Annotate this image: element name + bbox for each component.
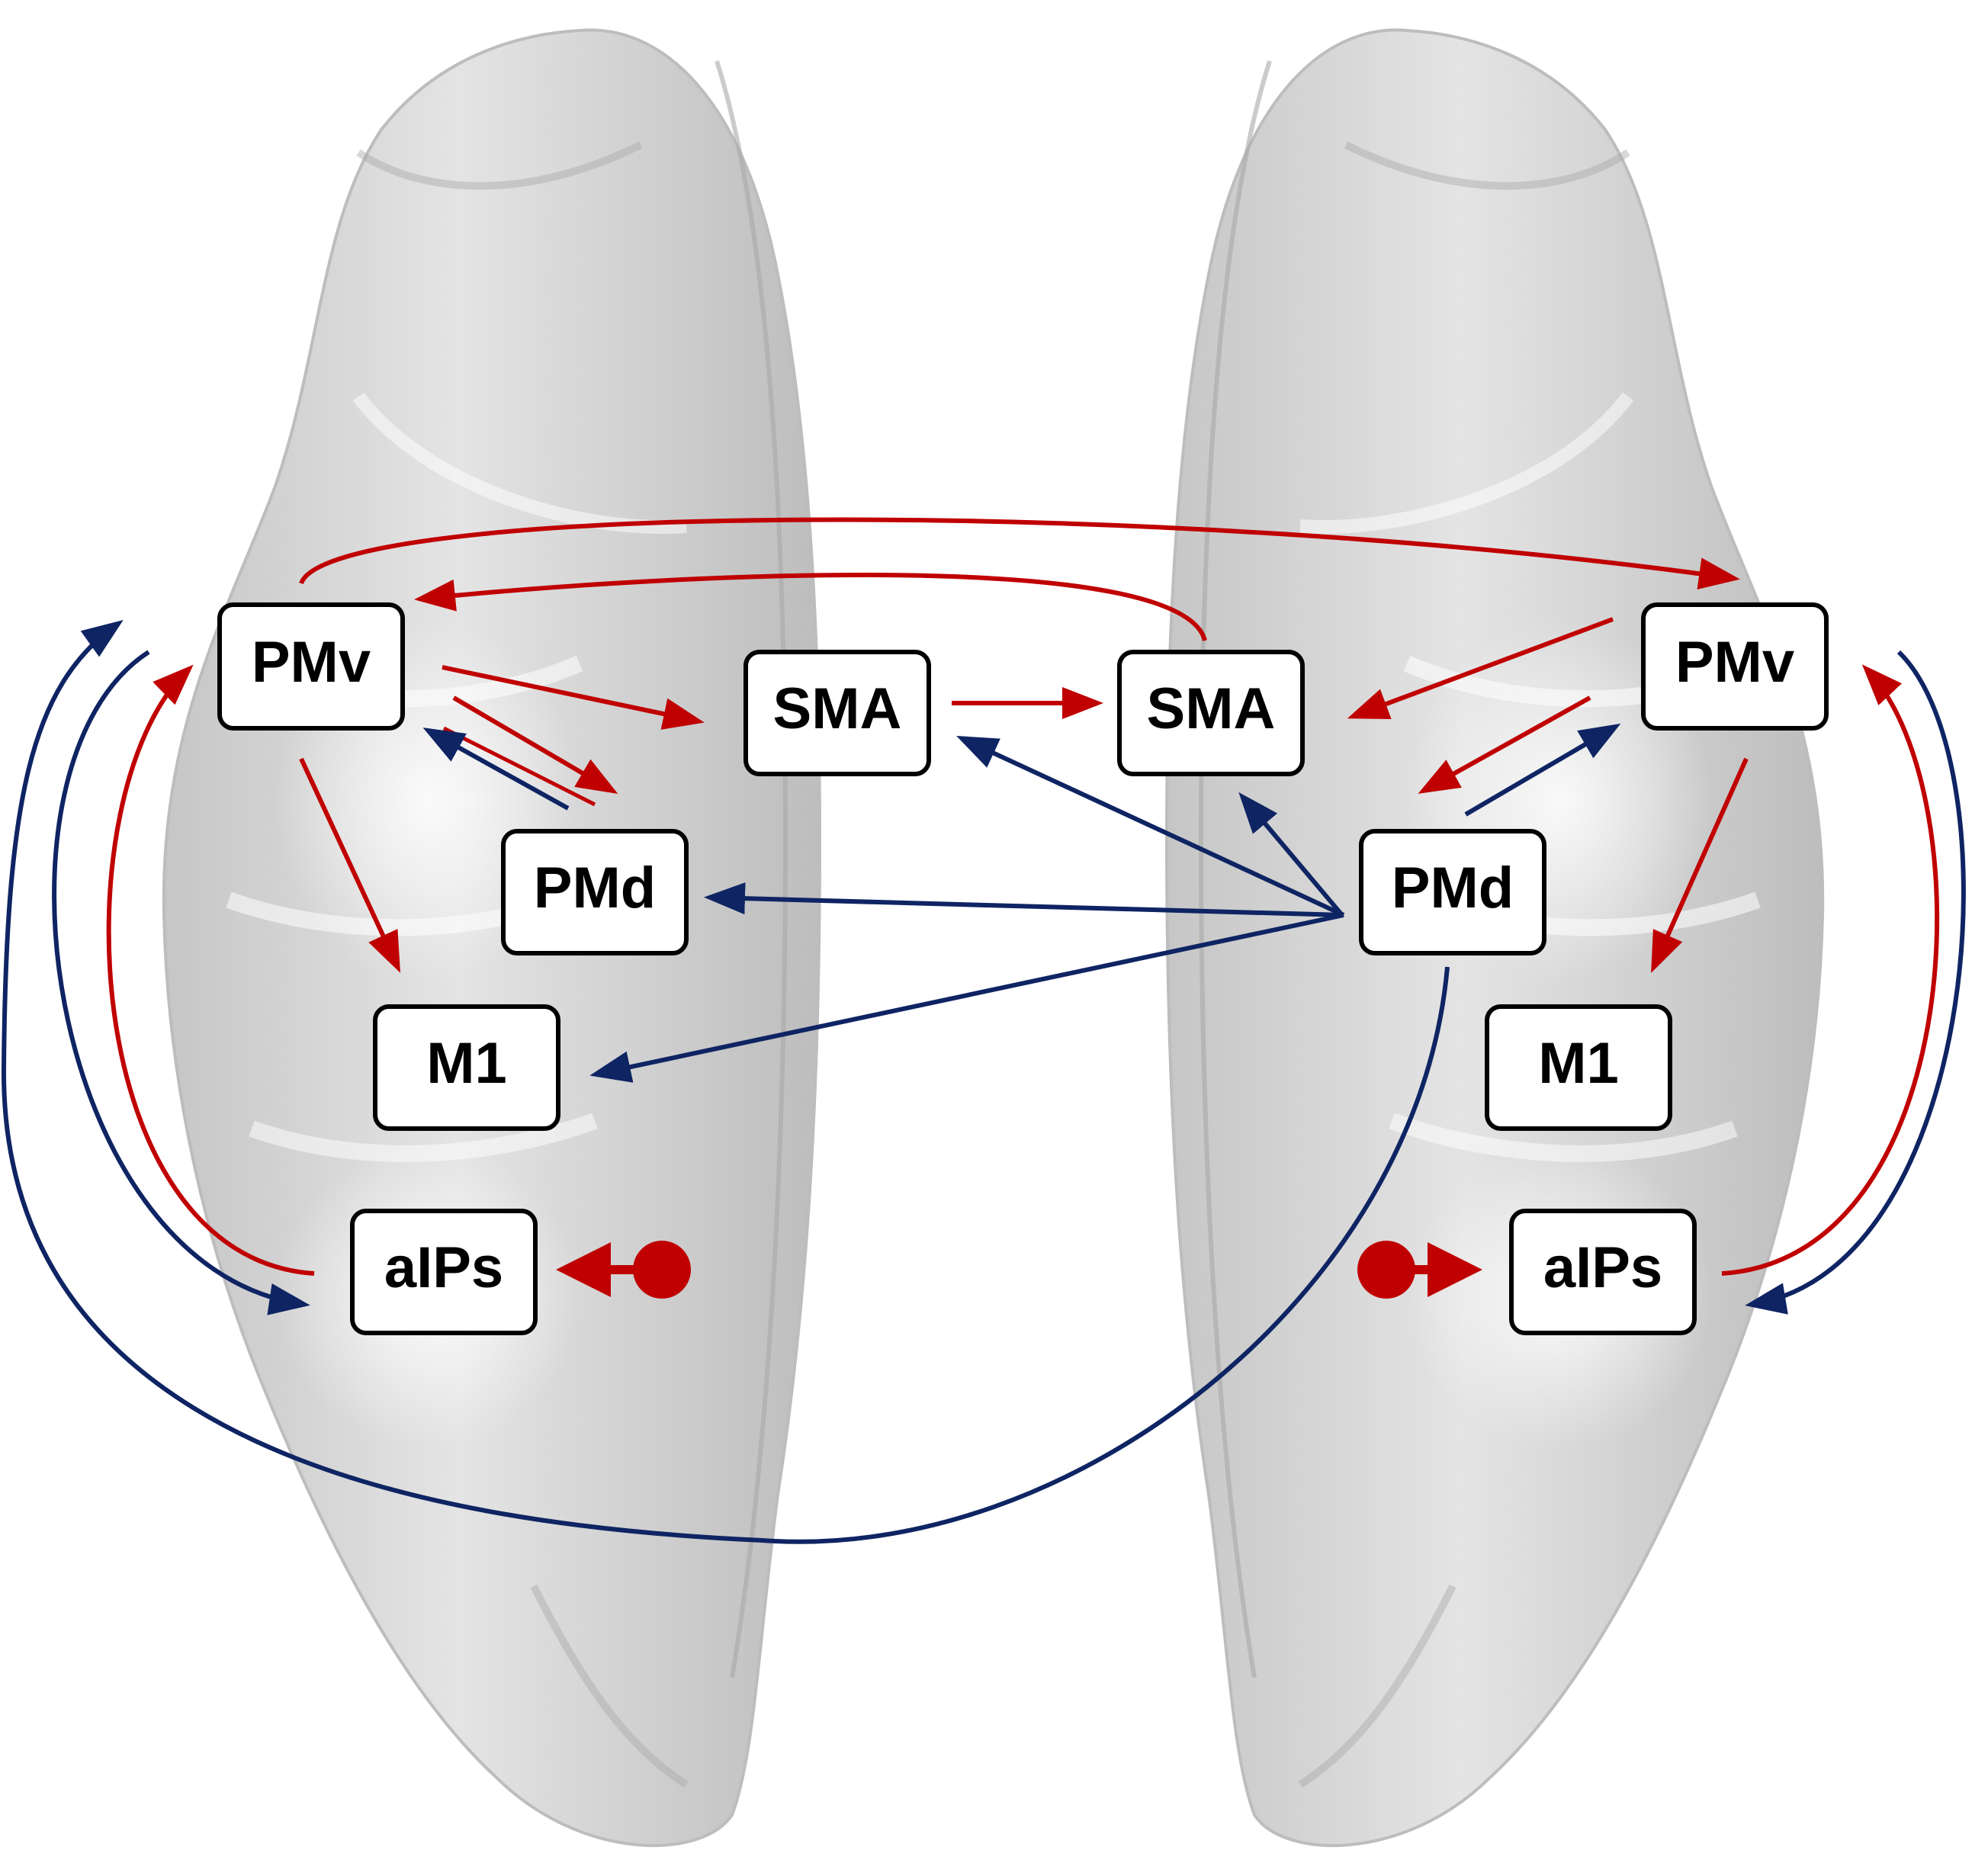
input-dot-right	[1357, 1241, 1415, 1299]
input-left	[556, 1241, 691, 1299]
node-left-aips-label: aIPs	[384, 1235, 503, 1300]
brain-left-hemisphere	[162, 28, 822, 1847]
conn-lpmv-to-lm1	[299, 757, 401, 973]
conn-lpmd-to-lpmv	[422, 727, 570, 811]
conn-rpmv-to-rm1	[1651, 757, 1749, 973]
input-dot-left	[633, 1241, 691, 1299]
node-right-m1: M1	[1485, 1004, 1672, 1131]
conn-raips-to-rpmv	[1721, 664, 1940, 1276]
node-right-pmd-label: PMd	[1392, 856, 1514, 920]
conn-lpmv-to-laips	[52, 650, 310, 1315]
node-right-aips-label: aIPs	[1543, 1235, 1662, 1300]
conn-rpmd-to-rpmv	[1464, 723, 1621, 817]
conn-rpmv-to-rpmd	[1418, 695, 1591, 794]
node-left-sma-label: SMA	[773, 676, 902, 741]
conn-rpmv-to-rsma	[1347, 617, 1614, 719]
conn-rpmd-to-lpmd	[704, 882, 1344, 917]
node-left-pmv-label: PMv	[252, 630, 371, 695]
node-right-pmv: PMv	[1641, 602, 1829, 731]
conn-lpmv-to-rpmv	[299, 517, 1740, 589]
node-right-pmv-label: PMv	[1675, 630, 1794, 695]
conn-rsma-to-lpmv	[414, 573, 1207, 641]
node-right-m1-label: M1	[1538, 1031, 1619, 1096]
conn-lpmv-to-lpmd-a	[452, 695, 618, 795]
conn-rpmv-to-raips	[1745, 650, 1966, 1315]
connections	[1, 517, 1966, 1544]
node-left-pmv: PMv	[217, 602, 405, 731]
node-left-m1-label: M1	[426, 1031, 507, 1096]
conn-rpmd-to-lm1	[589, 913, 1344, 1083]
conn-rpmd-to-lpmv	[1, 620, 1450, 1544]
node-left-aips: aIPs	[350, 1209, 538, 1335]
input-right	[1357, 1241, 1482, 1299]
node-right-aips: aIPs	[1509, 1209, 1697, 1335]
node-left-sma: SMA	[743, 650, 931, 776]
conn-lpmv-to-lsma	[442, 665, 705, 730]
node-right-pmd: PMd	[1359, 829, 1546, 955]
conn-rpmd-to-rsma	[1238, 792, 1344, 917]
node-left-pmd: PMd	[501, 829, 689, 955]
conn-laips-to-lpmv	[106, 664, 315, 1276]
node-right-sma: SMA	[1117, 650, 1305, 776]
node-left-m1: M1	[373, 1004, 560, 1131]
conn-rpmd-to-lsma	[956, 735, 1345, 917]
node-right-sma-label: SMA	[1147, 676, 1276, 741]
conn-lpmv-to-lpmd-b	[442, 726, 596, 807]
node-left-pmd-label: PMd	[534, 856, 656, 920]
